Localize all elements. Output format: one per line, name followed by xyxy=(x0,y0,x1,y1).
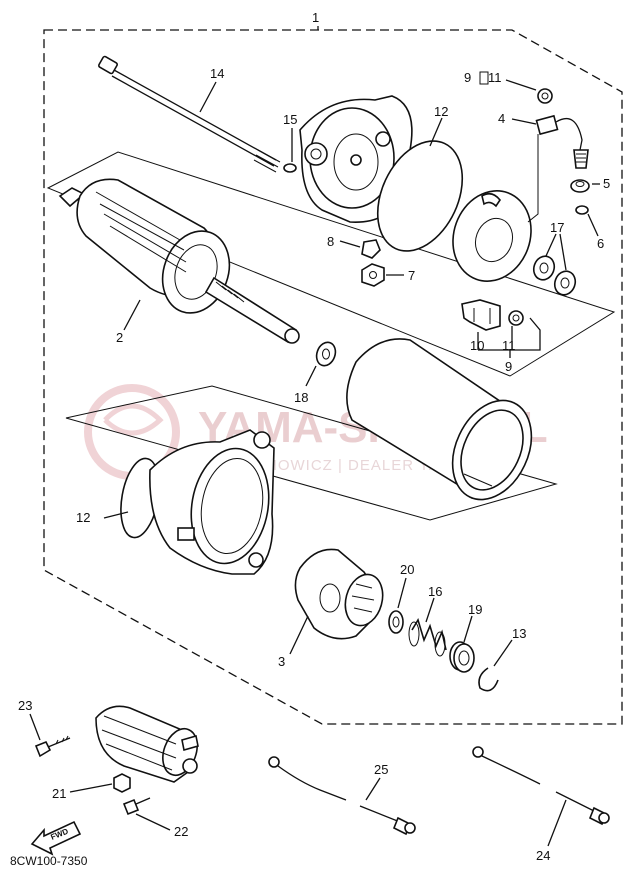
part-21-nut xyxy=(113,773,131,793)
label-12-bottom: 12 xyxy=(76,510,90,525)
leader-2 xyxy=(123,299,141,331)
leader-13 xyxy=(493,639,513,667)
part-10-brush-holder xyxy=(461,299,501,331)
label-9-top: 9 xyxy=(464,70,471,85)
label-8: 8 xyxy=(327,234,334,249)
label-19: 19 xyxy=(468,602,482,617)
label-16: 16 xyxy=(428,584,442,599)
part-5-nut xyxy=(570,179,590,193)
label-9-box xyxy=(479,71,489,85)
housing-panel xyxy=(65,385,558,521)
leader-16 xyxy=(425,597,435,623)
leader-12-bottom xyxy=(103,511,129,519)
part-17-washers xyxy=(532,255,577,296)
label-1: 1 xyxy=(312,10,319,25)
part-19-collar xyxy=(449,641,475,673)
leader-24 xyxy=(547,799,567,847)
leader-12-top xyxy=(429,117,443,147)
part-13-circlip xyxy=(478,667,499,692)
leader-6 xyxy=(587,213,599,237)
part-3-pinion-clutch xyxy=(294,548,384,640)
leader-18 xyxy=(305,365,317,387)
label-4: 4 xyxy=(498,111,505,126)
label-10: 10 xyxy=(470,338,484,353)
label-18: 18 xyxy=(294,390,308,405)
part-12-o-ring-top xyxy=(376,140,464,252)
label-25: 25 xyxy=(374,762,388,777)
watermark-subtitle: BOGUCHOWICZ | DEALER YAMAHA xyxy=(206,457,487,474)
leader-10-9-bracket xyxy=(477,317,541,351)
part-15-o-ring xyxy=(283,163,297,173)
part-yoke-housing xyxy=(346,338,533,501)
armature-panel xyxy=(46,151,616,377)
label-7: 7 xyxy=(408,268,415,283)
leader-21 xyxy=(69,783,113,793)
diagram-code: 8CW100-7350 xyxy=(10,854,88,868)
leader-22 xyxy=(135,813,171,831)
label-6: 6 xyxy=(597,236,604,251)
part-6-washer xyxy=(575,205,589,215)
leader-14 xyxy=(199,81,217,113)
part-7-hex-nut xyxy=(361,263,385,287)
part-20-washer xyxy=(388,610,404,634)
leader-23 xyxy=(29,713,41,741)
part-8-nut xyxy=(361,239,381,259)
leader-17a xyxy=(545,233,557,257)
label-24: 24 xyxy=(536,848,550,863)
label-20: 20 xyxy=(400,562,414,577)
label-2: 2 xyxy=(116,330,123,345)
part-22-bolt xyxy=(122,797,151,816)
part-18-washer xyxy=(315,341,337,367)
part-11-screw-top xyxy=(537,88,553,104)
leader-20 xyxy=(397,577,407,609)
part-11-screw-bottom xyxy=(508,310,524,326)
label-9-bottom: 9 xyxy=(505,359,512,374)
label-11-top: 11 xyxy=(488,70,502,85)
leader-25 xyxy=(365,777,381,801)
fwd-arrow-icon: FWD xyxy=(30,820,82,856)
label-23: 23 xyxy=(18,698,32,713)
label-15: 15 xyxy=(283,112,297,127)
label-14: 14 xyxy=(210,66,224,81)
label-11-bottom: 11 xyxy=(502,338,516,353)
part-16-spring xyxy=(408,618,447,657)
leader-19 xyxy=(463,615,473,643)
leader-8 xyxy=(339,240,361,248)
label-21: 21 xyxy=(52,786,66,801)
label-12-top: 12 xyxy=(434,104,448,119)
label-13: 13 xyxy=(512,626,526,641)
part-23-bolt xyxy=(34,735,71,758)
part-24-cable xyxy=(472,746,610,826)
label-5: 5 xyxy=(603,176,610,191)
leader-3 xyxy=(289,615,309,655)
leader-17b xyxy=(559,233,567,271)
part-4-brush-lead xyxy=(535,114,589,169)
leader-4 xyxy=(511,118,537,125)
part-starter-motor-assembled xyxy=(95,705,199,783)
label-17: 17 xyxy=(550,220,564,235)
part-front-cover xyxy=(149,429,275,575)
brush-lead-line xyxy=(527,134,539,223)
assembly-boundary xyxy=(43,29,623,725)
label-22: 22 xyxy=(174,824,188,839)
part-25-cable xyxy=(268,756,416,836)
leader-11-top xyxy=(505,79,537,91)
part-14-through-bolt xyxy=(98,55,281,173)
part-brush-plate xyxy=(452,190,532,282)
part-2-armature xyxy=(58,178,300,344)
label-3: 3 xyxy=(278,654,285,669)
